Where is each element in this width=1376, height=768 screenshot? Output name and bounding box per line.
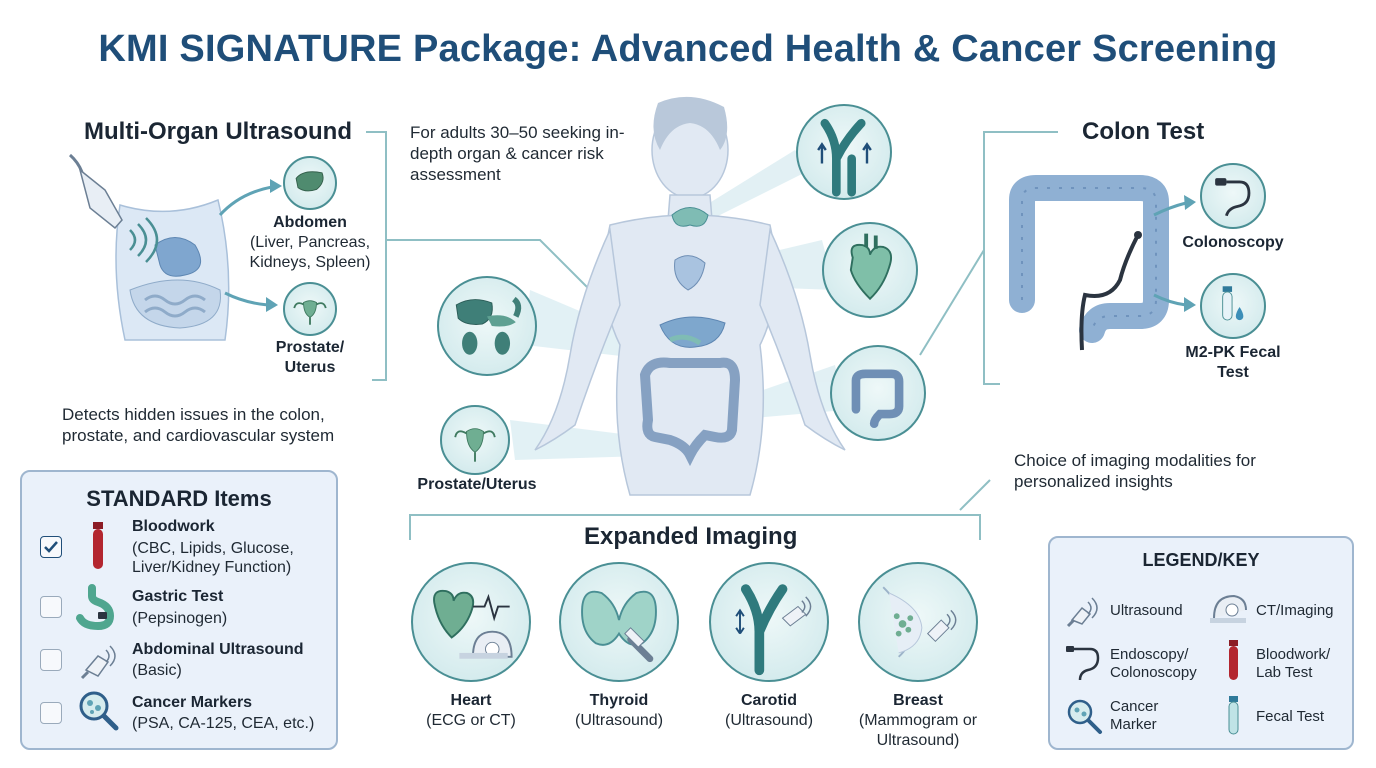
colonoscopy-label: Colonoscopy [1182, 234, 1284, 251]
abdominal-ultrasound-checkbox[interactable] [40, 649, 62, 671]
heart-callout-circle [822, 222, 918, 318]
gastric-test-sub: (Pepsinogen) [132, 610, 228, 627]
ultrasound-torso-illustration [68, 153, 230, 341]
carotid-imaging-circle [709, 562, 829, 682]
expanded-imaging-title: Expanded Imaging [584, 523, 798, 550]
intro-text: For adults 30–50 seeking in-depth organ … [410, 123, 625, 184]
abdominal-ultrasound-sub: (Basic) [132, 662, 182, 679]
carotid-sub: (Ultrasound) [724, 712, 814, 729]
cancer-markers-sub: (PSA, CA-125, CEA, etc.) [132, 715, 315, 732]
legend-panel: LEGEND/KEY Ultrasound CT/Imaging Endosco… [1048, 536, 1354, 750]
blood-tube-icon [1229, 640, 1238, 680]
organs-icon [455, 296, 522, 355]
vessel-callout-circle [796, 104, 892, 200]
thyroid-icon [581, 590, 657, 663]
uterus-icon [293, 300, 327, 325]
ultrasound-probe-icon [80, 645, 116, 680]
endoscope-icon [1066, 646, 1100, 681]
legend-ultrasound: Ultrasound [1110, 602, 1183, 619]
stomach-icon [76, 584, 115, 631]
colon-callout-circle [830, 345, 926, 441]
abdominal-ultrasound-name: Abdominal Ultrasound [132, 641, 304, 658]
ultrasound-probe-icon [1066, 597, 1098, 628]
fecal-test-circle [1200, 273, 1266, 339]
human-body-illustration [534, 96, 846, 496]
heart-imaging-circle [411, 562, 531, 682]
breast-sub: (Mammogram or Ultrasound) [858, 712, 978, 749]
ct-scanner-icon [1210, 594, 1247, 623]
colonoscopy-circle [1200, 163, 1266, 229]
legend-bloodwork: Bloodwork/ Lab Test [1256, 646, 1331, 681]
prostate-uterus-callout-circle [440, 405, 510, 475]
prostate-uterus-circle [283, 282, 337, 336]
prostate-label: Prostate/ Uterus [275, 339, 345, 376]
ultrasound-description: Detects hidden issues in the colon, pros… [62, 405, 335, 445]
heart-label: Heart [450, 692, 492, 709]
colon-icon [851, 369, 904, 428]
colon-section-title: Colon Test [1082, 118, 1205, 145]
legend-fecal-test: Fecal Test [1256, 708, 1325, 725]
heart-anatomy-icon [849, 233, 893, 301]
standard-items-title: STANDARD Items [86, 486, 272, 511]
colon-illustration [1009, 175, 1169, 351]
magnifier-cells-icon [1067, 699, 1102, 734]
fecal-tube-icon [1222, 286, 1244, 321]
heart-sub: (ECG or CT) [426, 712, 516, 729]
ultrasound-arrows [218, 179, 282, 312]
heart-ecg-icon [433, 589, 513, 659]
imaging-note: Choice of imaging modalities for persona… [1014, 451, 1256, 491]
page-title: KMI SIGNATURE Package: Advanced Health &… [98, 28, 1278, 70]
carotid-label: Carotid [741, 692, 797, 709]
ultrasound-section-title: Multi-Organ Ultrasound [84, 118, 352, 145]
breast-label: Breast [893, 692, 943, 709]
fecal-test-label: M2-PK Fecal Test [1185, 344, 1281, 381]
endoscope-icon [1215, 178, 1251, 217]
liver-icon [295, 171, 324, 192]
cancer-markers-name: Cancer Markers [132, 694, 253, 711]
magnifier-cells-icon [79, 691, 119, 731]
abdominal-organs-callout-circle [437, 276, 537, 376]
carotid-icon [735, 584, 812, 676]
fecal-tube-icon [1228, 696, 1239, 735]
bloodwork-sub: (CBC, Lipids, Glucose, Liver/Kidney Func… [132, 540, 294, 576]
body-prostate-uterus-label: Prostate/Uterus [417, 476, 537, 493]
standard-items-panel: STANDARD Items Bloodwork (CBC, Lipids, G… [20, 470, 338, 750]
abdomen-label: Abdomen [273, 214, 347, 231]
carotid-artery-icon [817, 118, 872, 197]
thyroid-imaging-circle [559, 562, 679, 682]
checkmark-icon [44, 541, 58, 553]
bloodwork-name: Bloodwork [132, 518, 215, 535]
colon-arrows [1153, 195, 1196, 312]
ultrasound-probe-icon [68, 153, 123, 230]
gastric-test-checkbox[interactable] [40, 596, 62, 618]
breast-icon [882, 586, 957, 658]
uterus-icon [454, 428, 496, 462]
legend-ct-imaging: CT/Imaging [1256, 602, 1334, 619]
legend-title: LEGEND/KEY [1142, 550, 1260, 570]
cancer-markers-checkbox[interactable] [40, 702, 62, 724]
bloodwork-checkbox[interactable] [40, 536, 62, 558]
blood-tube-icon [93, 522, 103, 569]
gastric-test-name: Gastric Test [132, 588, 224, 605]
abdomen-circle [283, 156, 337, 210]
thyroid-label: Thyroid [589, 692, 649, 709]
legend-endoscopy: Endoscopy/ Colonoscopy [1110, 646, 1197, 681]
legend-cancer-marker: Cancer Marker [1110, 698, 1159, 733]
thyroid-sub: (Ultrasound) [574, 712, 664, 729]
breast-imaging-circle [858, 562, 978, 682]
abdomen-sub: (Liver, Pancreas, Kidneys, Spleen) [249, 234, 371, 271]
